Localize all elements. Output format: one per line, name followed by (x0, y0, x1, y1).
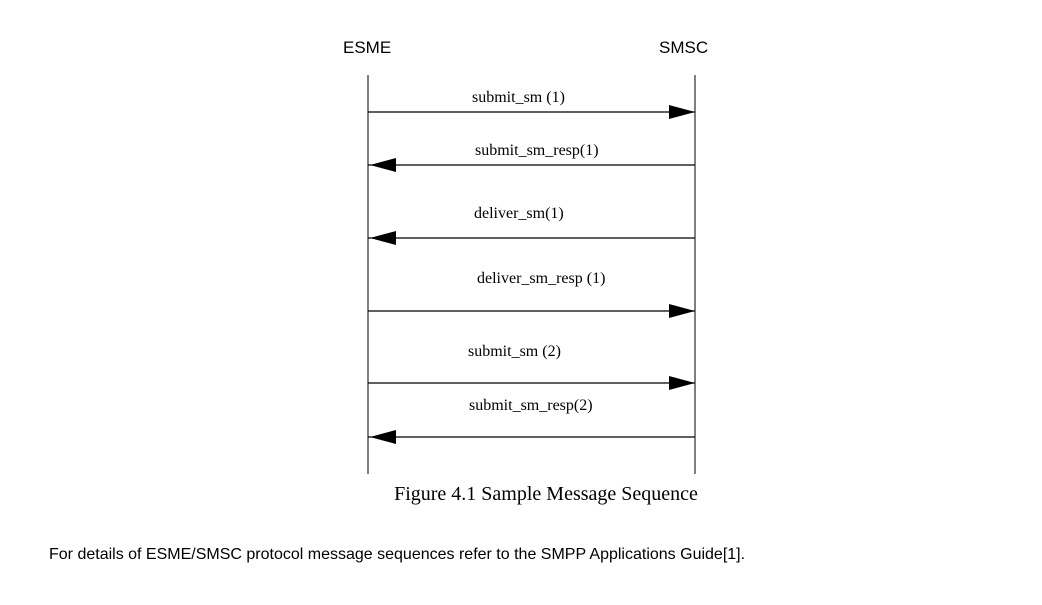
arrowhead-icon (370, 158, 396, 172)
message-label: deliver_sm(1) (474, 205, 564, 222)
message-label: submit_sm_resp(1) (475, 142, 599, 159)
arrowhead-icon (370, 231, 396, 245)
arrowhead-icon (669, 105, 695, 119)
participant-esme: ESME (343, 38, 392, 57)
message-label: deliver_sm_resp (1) (477, 270, 606, 287)
figure-caption: Figure 4.1 Sample Message Sequence (394, 483, 698, 505)
arrowhead-icon (669, 376, 695, 390)
arrowhead-icon (669, 304, 695, 318)
body-paragraph: For details of ESME/SMSC protocol messag… (49, 546, 746, 563)
message-label: submit_sm (2) (468, 343, 561, 360)
arrowhead-icon (370, 430, 396, 444)
message-label: submit_sm (1) (472, 89, 565, 106)
message-label: submit_sm_resp(2) (469, 397, 593, 414)
participant-smsc: SMSC (659, 38, 709, 57)
